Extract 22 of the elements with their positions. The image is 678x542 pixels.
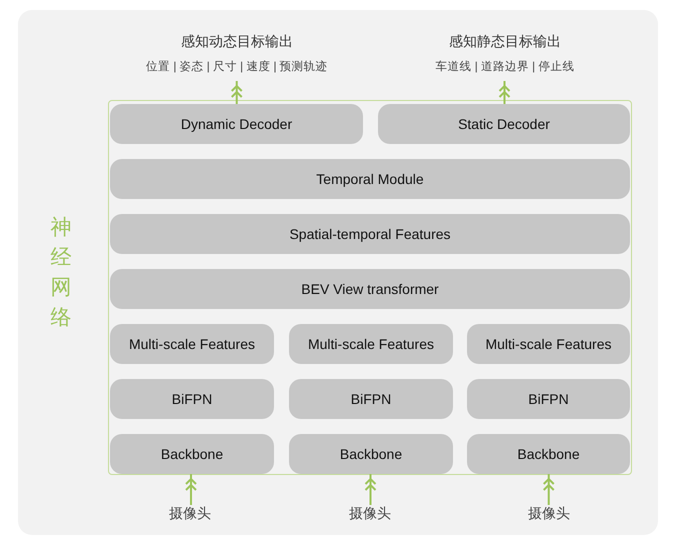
layer-box: Spatial-temporal Features [110,214,630,254]
layer-box: BiFPN [110,379,274,419]
output-item-list: 车道线 | 道路边界 | 停止线 [436,59,574,74]
camera-label: 摄像头 [509,505,589,527]
layer-box: Multi-scale Features [289,324,453,364]
camera-label: 摄像头 [330,505,410,527]
layer-box: Backbone [467,434,630,474]
layer-box: Multi-scale Features [110,324,274,364]
output-item-list: 位置 | 姿态 | 尺寸 | 速度 | 预测轨迹 [146,59,328,74]
output-heading: 感知静态目标输出 [449,33,561,51]
vertical-heading: 神经网络 [50,215,72,331]
layer-box: Backbone [110,434,274,474]
layer-box: BEV View transformer [110,269,630,309]
layer-box: Static Decoder [378,104,630,144]
layer-box: BiFPN [467,379,630,419]
layer-box: BiFPN [289,379,453,419]
layer-box: Multi-scale Features [467,324,630,364]
output-heading: 感知动态目标输出 [181,33,293,51]
layer-box: Backbone [289,434,453,474]
layer-box: Dynamic Decoder [110,104,363,144]
layer-box: Temporal Module [110,159,630,199]
camera-label: 摄像头 [150,505,230,527]
